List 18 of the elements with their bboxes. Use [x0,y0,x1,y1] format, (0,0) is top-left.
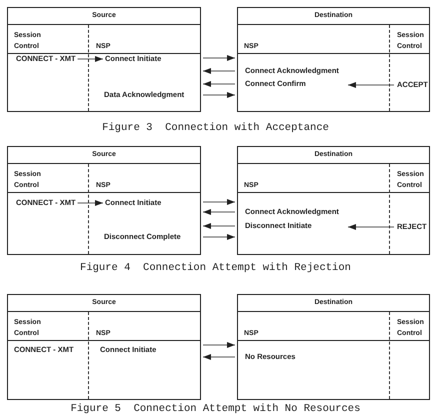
process-box [7,294,201,400]
arrow [202,209,236,215]
arrow [202,234,236,240]
arrow [348,82,394,88]
arrow [202,68,236,74]
figure-caption: Figure 3 Connection with Acceptance [102,122,329,134]
figure-caption: Figure 5 Connection Attempt with No Resources [70,403,360,415]
arrow [77,56,104,62]
arrow [348,224,394,230]
arrow [77,200,104,206]
arrow [202,199,236,205]
arrow [202,55,236,61]
arrow [202,354,236,360]
arrow [202,342,236,348]
arrow [202,81,236,87]
arrow [202,223,236,229]
figure-caption: Figure 4 Connection Attempt with Rejection [80,262,351,274]
arrow [202,92,236,98]
